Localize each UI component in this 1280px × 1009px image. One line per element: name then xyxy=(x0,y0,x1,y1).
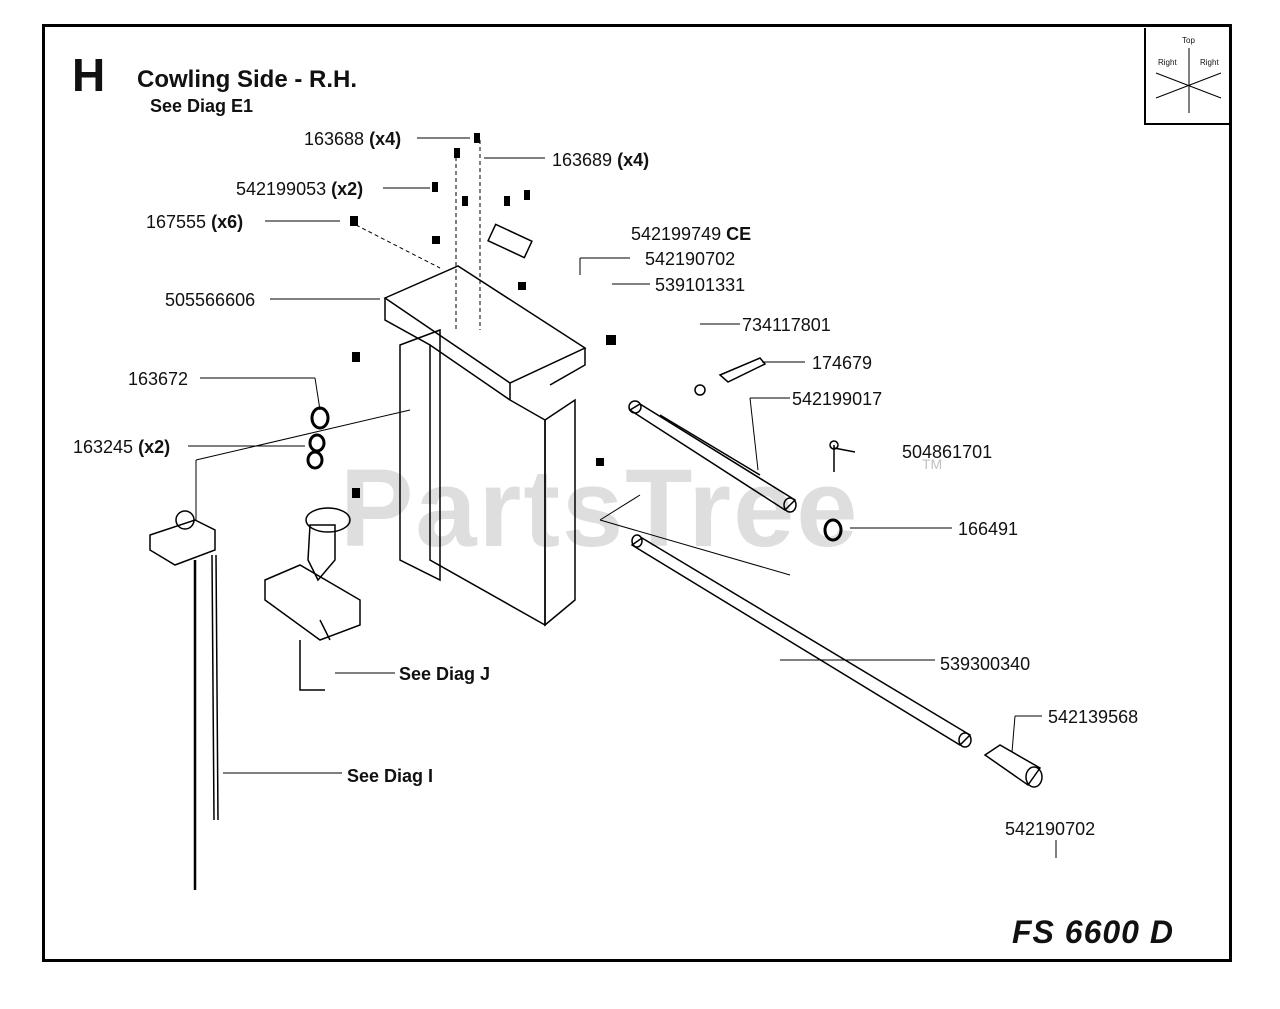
part-label-163688: 163688 (x4) xyxy=(304,129,402,149)
bushing xyxy=(823,518,843,542)
model-number: FS 6600 D xyxy=(1012,914,1174,950)
part-label-163689: 163689 (x4) xyxy=(552,150,650,170)
compass-left-label: Right xyxy=(1158,58,1177,67)
orientation-compass: Top Right Right xyxy=(1144,28,1232,125)
washers xyxy=(306,406,330,470)
leader-lines xyxy=(188,137,1057,858)
part-label-166491: 166491 xyxy=(958,519,1019,539)
watermark-tm: TM xyxy=(922,456,943,472)
note-see-diag-j: See Diag J xyxy=(399,664,491,684)
cable-assembly xyxy=(149,510,219,890)
part-label-542199053: 542199053 (x2) xyxy=(236,179,364,199)
part-label-542190702-top: 542190702 xyxy=(645,249,736,269)
part-label-542190702-bottom: 542190702 xyxy=(1005,819,1096,839)
part-label-542199017: 542199017 xyxy=(792,389,883,409)
part-label-174679: 174679 xyxy=(812,353,873,373)
end-cap xyxy=(983,744,1043,788)
lever-174679 xyxy=(694,357,767,396)
fasteners xyxy=(350,133,616,498)
compass-right-label: Right xyxy=(1200,58,1219,67)
compass-icon xyxy=(1155,48,1222,113)
part-label-734117801: 734117801 xyxy=(742,315,831,335)
part-label-539300340: 539300340 xyxy=(940,654,1031,674)
part-label-167555: 167555 (x6) xyxy=(146,212,244,232)
part-label-505566606: 505566606 xyxy=(165,290,256,310)
note-see-diag-i: See Diag I xyxy=(347,766,434,786)
cowling-bracket xyxy=(383,223,587,627)
watermark: PartsTree xyxy=(340,447,860,570)
part-label-163245: 163245 (x2) xyxy=(73,437,171,457)
diagram-title: Cowling Side - R.H. xyxy=(137,66,357,93)
part-label-542139568: 542139568 xyxy=(1048,707,1139,727)
diagram-subtitle: See Diag E1 xyxy=(150,96,254,116)
long-shaft xyxy=(630,534,972,748)
throttle-assembly xyxy=(264,507,361,691)
upper-tube xyxy=(628,400,797,513)
compass-top-label: Top xyxy=(1182,36,1195,45)
part-label-504861701: 504861701 xyxy=(902,442,993,462)
part-label-539101331: 539101331 xyxy=(655,275,746,295)
part-label-542199749: 542199749 CE xyxy=(631,224,752,244)
diagram-frame xyxy=(42,24,1232,962)
section-letter: H xyxy=(72,49,106,101)
part-label-163672: 163672 xyxy=(128,369,189,389)
ball-joint xyxy=(829,440,856,472)
